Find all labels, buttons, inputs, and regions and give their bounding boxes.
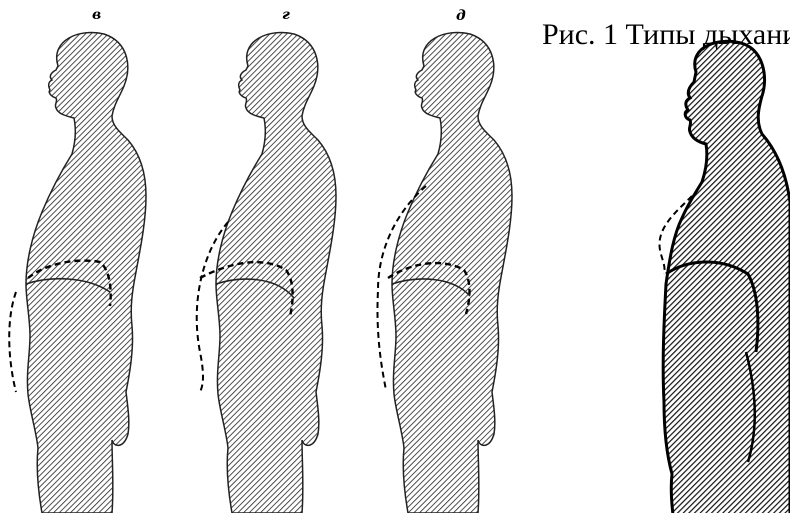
figure-v-abdomen-dash xyxy=(9,292,16,392)
figure-d-silhouette xyxy=(377,32,512,513)
figure-label-v: в xyxy=(92,7,101,23)
figure-g-silhouette xyxy=(197,32,336,513)
figure-label-g: г xyxy=(282,7,290,23)
figure-caption: Рис. 1 Типы дыхания xyxy=(542,18,790,52)
figure-label-d: д xyxy=(456,8,466,24)
figure-v-silhouette xyxy=(9,32,146,513)
figure-e-silhouette xyxy=(659,41,790,513)
